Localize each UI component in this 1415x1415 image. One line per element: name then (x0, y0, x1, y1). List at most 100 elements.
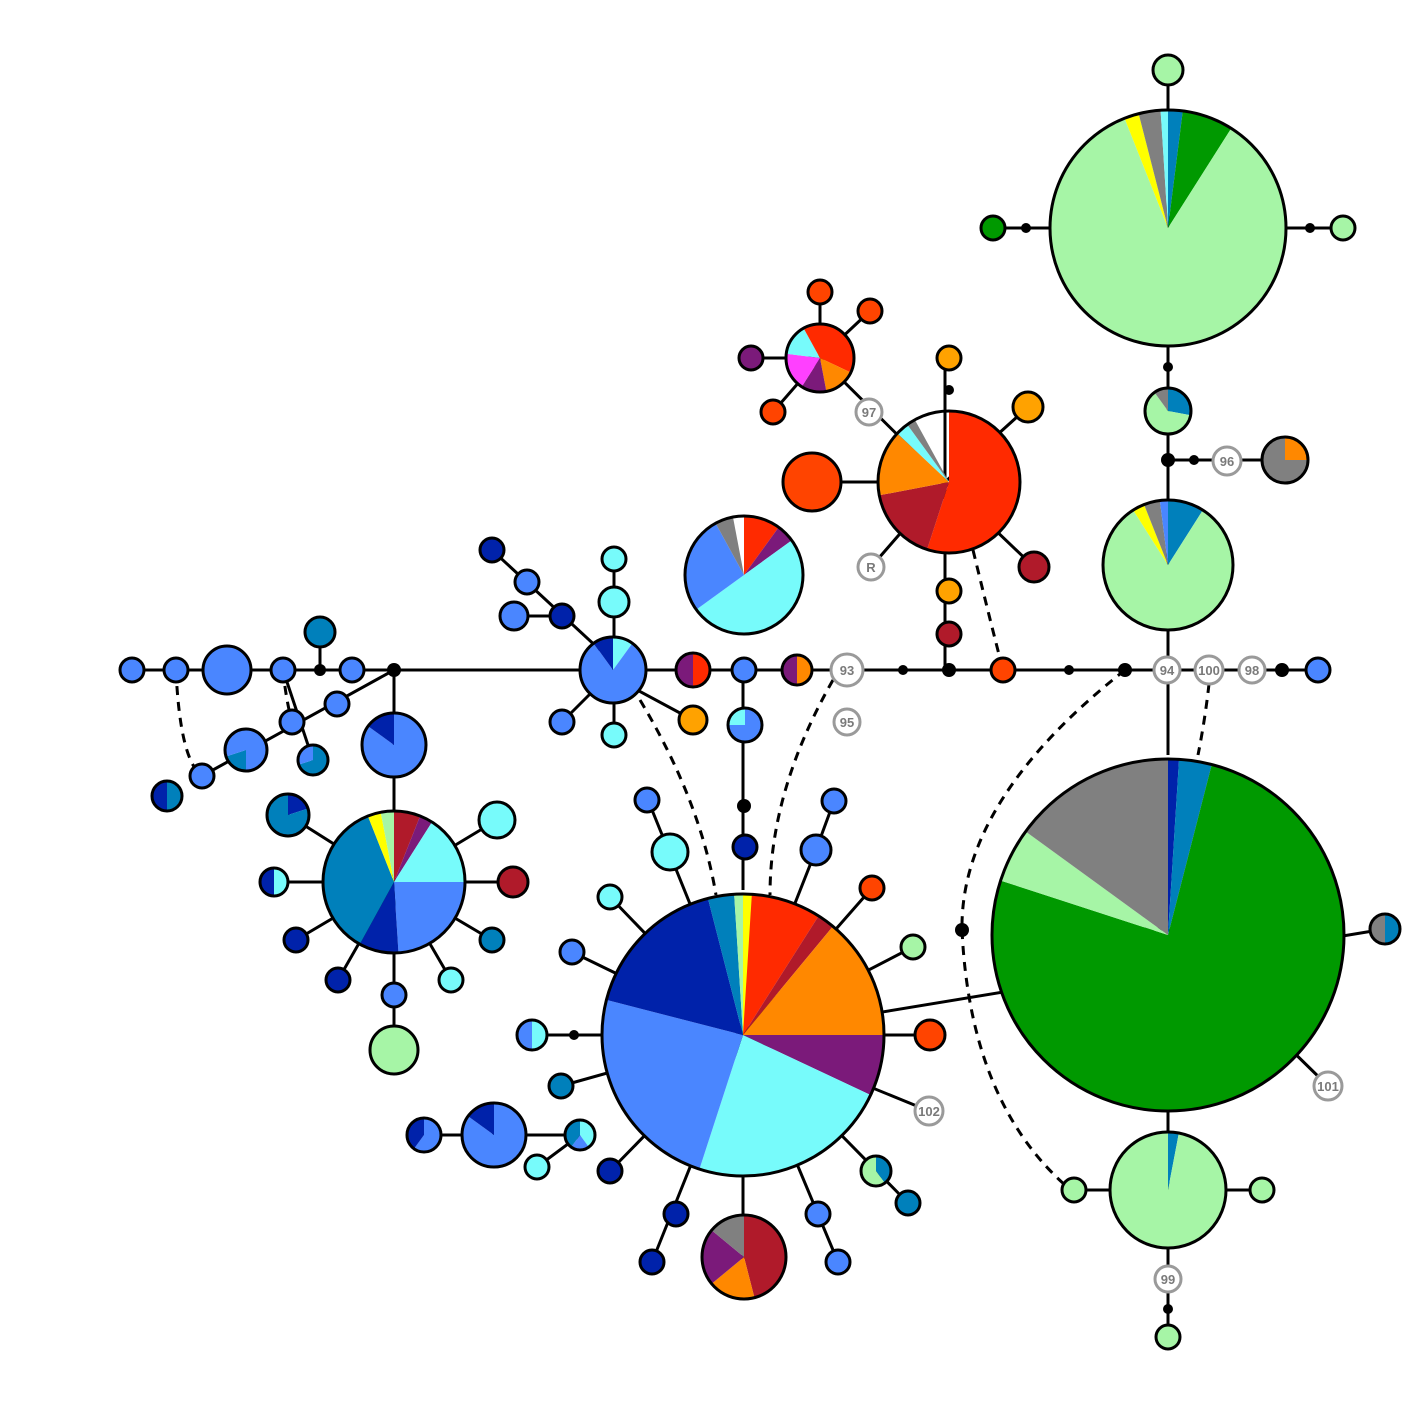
haplotype-59-disc (935, 620, 963, 648)
haplotype-2-slice-3 (743, 1035, 884, 1096)
haplotype-80-disc (523, 1153, 551, 1181)
haplotype-61-disc (1011, 390, 1045, 424)
haplotype-65-disc (737, 344, 765, 372)
reticulation-edge-4 (971, 549, 1005, 671)
haplotype-6-slice-1 (1109, 1132, 1226, 1248)
haplotype-77-disc (558, 938, 586, 966)
haplotype-42-disc (118, 656, 146, 684)
reticulation-edge-7 (1196, 683, 1211, 756)
label-96: 96 (1220, 454, 1234, 469)
label-node-97: 97 (854, 397, 884, 427)
haplotype-8-slice-3 (711, 1215, 744, 1257)
haplotype-13-disc (201, 644, 253, 696)
haplotype-11 (360, 711, 428, 779)
haplotype-0-outline (1048, 108, 1288, 348)
haplotype-61 (1011, 390, 1045, 424)
haplotype-24 (859, 1154, 893, 1188)
haplotype-81 (662, 1200, 690, 1228)
median-vector-1 (314, 664, 326, 676)
haplotype-7-slice-1 (394, 815, 433, 882)
reticulation-edges (174, 549, 1211, 1187)
haplotype-72 (1248, 1176, 1276, 1204)
haplotype-3-slice-4 (907, 419, 949, 482)
haplotype-2-slice-1 (743, 915, 833, 1035)
haplotype-9-outline (784, 322, 856, 394)
haplotype-51 (597, 585, 631, 619)
haplotype-47-disc (513, 568, 541, 596)
haplotype-8-slice-0 (744, 1215, 787, 1298)
haplotype-20-slice-1 (782, 655, 797, 685)
haplotype-10-slice-1 (580, 643, 646, 703)
haplotype-9 (784, 322, 856, 394)
haplotype-1-slice-0 (1168, 759, 1180, 935)
haplotype-46-disc (478, 536, 506, 564)
haplotype-5-outline (1101, 498, 1235, 632)
label-node-96: 96 (1211, 445, 1243, 477)
haplotype-4-slice-3 (685, 523, 744, 610)
haplotype-55-disc (730, 656, 758, 684)
haplotype-5-slice-3 (1144, 500, 1168, 565)
label-95: 95 (840, 715, 854, 730)
haplotype-4-slice-0 (744, 516, 779, 575)
haplotype-65 (737, 344, 765, 372)
haplotype-74 (633, 786, 661, 814)
haplotype-12-outline (460, 1101, 528, 1169)
haplotype-12-slice-0 (462, 1103, 527, 1167)
haplotype-85 (894, 1189, 922, 1217)
haplotype-49 (498, 600, 530, 632)
haplotype-5-slice-2 (1133, 504, 1168, 565)
haplotype-33 (478, 926, 506, 954)
haplotype-7-slice-3 (394, 882, 465, 953)
label-node-94: 94 (1152, 655, 1182, 685)
haplotype-3-slice-2 (878, 433, 949, 496)
haplotype-14 (781, 451, 843, 513)
haplotype-38-disc (303, 615, 337, 649)
haplotype-39-disc (338, 656, 366, 684)
haplotype-39 (338, 656, 366, 684)
haplotype-50 (600, 545, 628, 573)
haplotype-86 (799, 833, 833, 867)
haplotype-40 (269, 656, 297, 684)
haplotype-7 (321, 809, 467, 955)
haplotype-2-slice-9 (743, 894, 752, 1035)
edge-13 (490, 548, 602, 652)
haplotype-73-disc (1154, 1323, 1182, 1351)
haplotype-28-slice-1 (298, 745, 313, 765)
haplotype-21-outline (726, 706, 764, 744)
label-100: 100 (1198, 663, 1220, 678)
haplotype-1-slice-2 (992, 764, 1344, 1112)
haplotype-3-outline (876, 409, 1022, 555)
median-vector-5 (1275, 663, 1289, 677)
haplotype-52-disc (548, 708, 576, 736)
median-vector-4 (1161, 453, 1175, 467)
haplotype-47 (513, 568, 541, 596)
haplotype-19-slice-0 (693, 653, 710, 687)
label-101: 101 (1317, 1079, 1339, 1094)
haplotype-62-disc (1017, 550, 1051, 584)
haplotype-86-disc (799, 833, 833, 867)
haplotype-35-disc (380, 981, 408, 1009)
haplotype-15 (1143, 386, 1193, 436)
haplotype-71 (1060, 1176, 1088, 1204)
haplotype-17-slice-1 (226, 750, 246, 771)
haplotype-36 (324, 966, 352, 994)
haplotype-87-disc (820, 787, 848, 815)
haplotype-5-slice-1 (1102, 510, 1233, 630)
haplotype-3-slice-1 (879, 482, 949, 550)
haplotype-49-disc (498, 600, 530, 632)
haplotype-67-disc (1151, 53, 1185, 87)
haplotype-71-disc (1060, 1176, 1088, 1204)
haplotype-66 (759, 398, 787, 426)
haplotype-46 (478, 536, 506, 564)
median-vector-9 (1064, 665, 1074, 675)
haplotype-23-slice-1 (571, 1135, 589, 1150)
haplotype-2-slice-4 (699, 1035, 871, 1177)
haplotype-73 (1154, 1323, 1182, 1351)
haplotype-32 (496, 865, 530, 899)
haplotype-17-slice-2 (225, 729, 246, 757)
haplotype-57 (989, 656, 1017, 684)
haplotype-38 (303, 615, 337, 649)
haplotype-6-slice-0 (1168, 1132, 1179, 1190)
label-99: 99 (1161, 1272, 1175, 1287)
